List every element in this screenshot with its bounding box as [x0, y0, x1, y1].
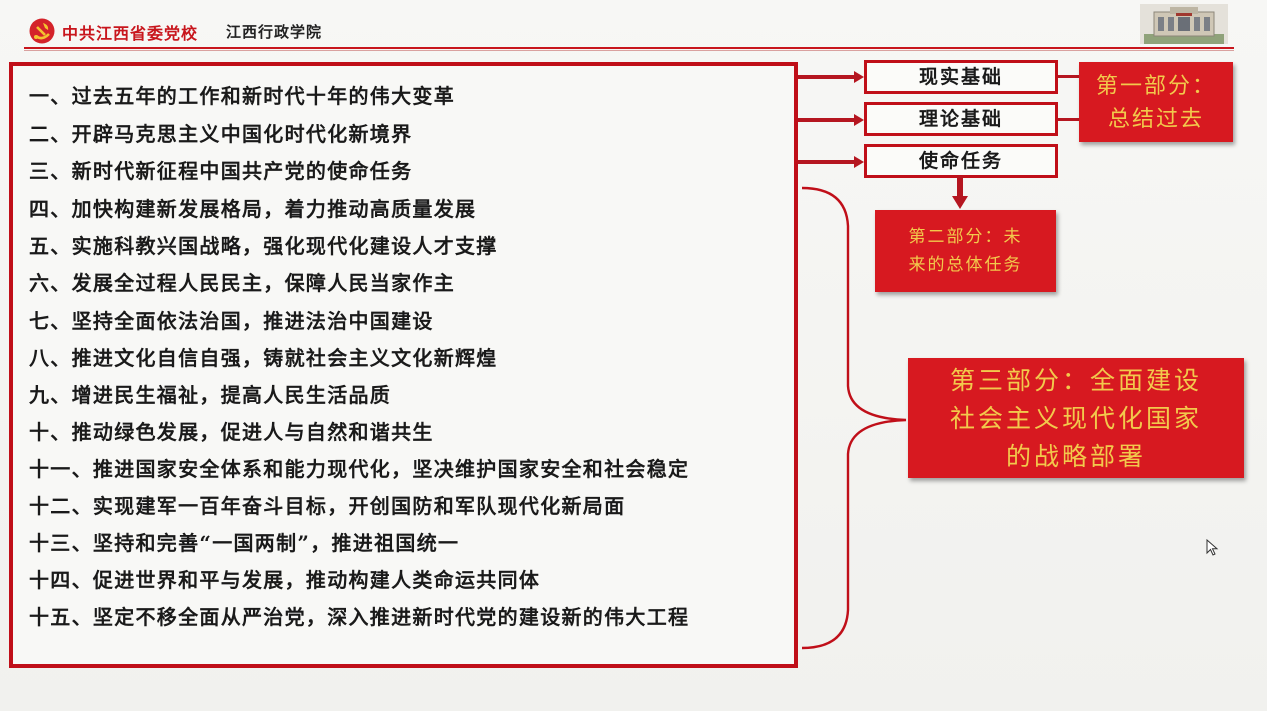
header-divider — [24, 47, 1234, 49]
right-brace-icon — [801, 186, 907, 650]
school-name: 中共江西省委党校 — [62, 24, 199, 43]
list-item: 七、坚持全面依法治国，推进法治中国建设 — [29, 309, 434, 333]
part-one-line2: 总结过去 — [1107, 107, 1204, 132]
list-item: 十五、坚定不移全面从严治党，深入推进新时代党的建设新的伟大工程 — [29, 605, 690, 629]
list-item: 三、新时代新征程中国共产党的使命任务 — [29, 159, 413, 183]
header: 中共江西省委党校 江西行政学院 — [0, 0, 1267, 51]
arrow-line-theoretical — [798, 118, 856, 122]
list-item: 十、推动绿色发展，促进人与自然和谐共生 — [29, 420, 434, 444]
list-item: 十一、推进国家安全体系和能力现代化，坚决维护国家安全和社会稳定 — [29, 457, 690, 481]
list-item: 十四、促进世界和平与发展，推动构建人类命运共同体 — [29, 568, 541, 592]
down-arrow-icon — [952, 176, 968, 209]
part-two-line2: 来的总体任务 — [908, 255, 1023, 275]
list-item: 十三、坚持和完善“一国两制”，推进祖国统一 — [29, 531, 460, 555]
header-divider-thin — [24, 50, 1234, 51]
party-emblem-icon — [29, 18, 55, 44]
mouse-cursor-icon — [1206, 539, 1219, 556]
list-item: 六、发展全过程人民民主，保障人民当家作主 — [29, 271, 455, 295]
arrow-line-mission — [798, 160, 856, 164]
connector-line — [1058, 75, 1079, 78]
arrow-head-icon — [854, 71, 864, 83]
part-two-line1: 第二部分：未 — [908, 227, 1023, 247]
building-photo — [1140, 4, 1228, 44]
list-item: 一、过去五年的工作和新时代十年的伟大变革 — [29, 84, 455, 108]
part-three-box: 第三部分：全面建设 社会主义现代化国家 的战略部署 — [908, 358, 1244, 478]
part-three-line3: 的战略部署 — [1005, 442, 1146, 471]
list-item: 八、推进文化自信自强，铸就社会主义文化新辉煌 — [29, 346, 498, 370]
arrow-head-icon — [854, 114, 864, 126]
part-three-line1: 第三部分：全面建设 — [949, 366, 1202, 395]
mission-box: 使命任务 — [864, 144, 1058, 178]
list-item: 二、开辟马克思主义中国化时代化新境界 — [29, 122, 413, 146]
part-one-box: 第一部分： 总结过去 — [1079, 62, 1233, 142]
arrow-head-icon — [854, 156, 864, 168]
list-item: 九、增进民生福祉，提高人民生活品质 — [29, 383, 392, 407]
connector-line — [1058, 118, 1079, 121]
school-name-secondary: 江西行政学院 — [226, 23, 323, 41]
report-outline-box: 一、过去五年的工作和新时代十年的伟大变革 二、开辟马克思主义中国化时代化新境界 … — [9, 62, 798, 668]
list-item: 十二、实现建军一百年奋斗目标，开创国防和军队现代化新局面 — [29, 494, 626, 518]
list-item: 四、加快构建新发展格局，着力推动高质量发展 — [29, 197, 477, 221]
part-one-line1: 第一部分： — [1095, 74, 1216, 99]
theoretical-basis-box: 理论基础 — [864, 102, 1058, 136]
arrow-line-practical — [798, 75, 856, 79]
list-item: 五、实施科教兴国战略，强化现代化建设人才支撑 — [29, 234, 498, 258]
practical-basis-box: 现实基础 — [864, 60, 1058, 94]
part-two-box: 第二部分：未 来的总体任务 — [875, 210, 1056, 292]
part-three-line2: 社会主义现代化国家 — [949, 404, 1202, 433]
